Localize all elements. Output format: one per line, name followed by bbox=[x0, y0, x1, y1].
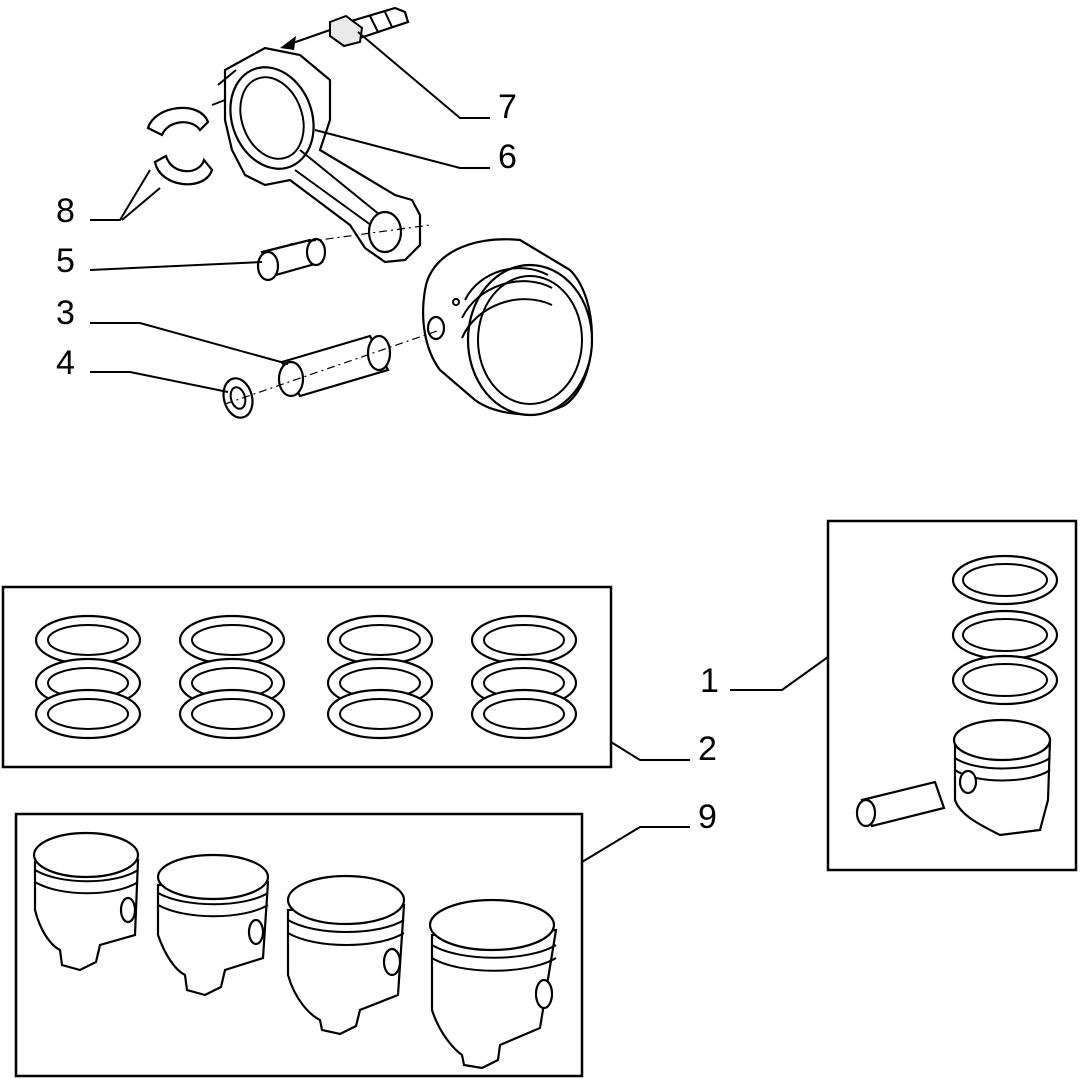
connecting-rod-bolt[interactable] bbox=[329, 6, 410, 48]
piston-4[interactable] bbox=[428, 898, 558, 1070]
label-6: 6 bbox=[498, 138, 517, 176]
piston-upper[interactable] bbox=[422, 238, 594, 417]
label-1: 1 bbox=[700, 662, 719, 700]
connecting-rod[interactable] bbox=[211, 46, 422, 264]
bearing-shells[interactable] bbox=[146, 106, 214, 186]
ring-set-4[interactable] bbox=[470, 614, 578, 740]
pistons-box bbox=[14, 812, 584, 1078]
piston-kit[interactable] bbox=[855, 554, 1059, 837]
piston-2[interactable] bbox=[156, 853, 270, 997]
label-9: 9 bbox=[698, 798, 717, 836]
ring-set-3[interactable] bbox=[326, 614, 434, 740]
piston-3[interactable] bbox=[286, 874, 406, 1036]
small-end-bush[interactable] bbox=[256, 237, 327, 282]
ring-set-1[interactable] bbox=[34, 614, 142, 740]
label-7: 7 bbox=[498, 88, 517, 126]
label-2: 2 bbox=[698, 730, 717, 768]
ring-set-2[interactable] bbox=[178, 614, 286, 740]
ring-set-box bbox=[1, 585, 613, 769]
label-8: 8 bbox=[56, 192, 75, 230]
label-3: 3 bbox=[56, 294, 75, 332]
label-5: 5 bbox=[56, 242, 75, 280]
label-4: 4 bbox=[56, 344, 75, 382]
piston-kit-box bbox=[826, 519, 1078, 872]
gudgeon-pin[interactable] bbox=[277, 334, 392, 398]
circlip[interactable] bbox=[219, 375, 256, 421]
piston-1[interactable] bbox=[32, 831, 140, 972]
